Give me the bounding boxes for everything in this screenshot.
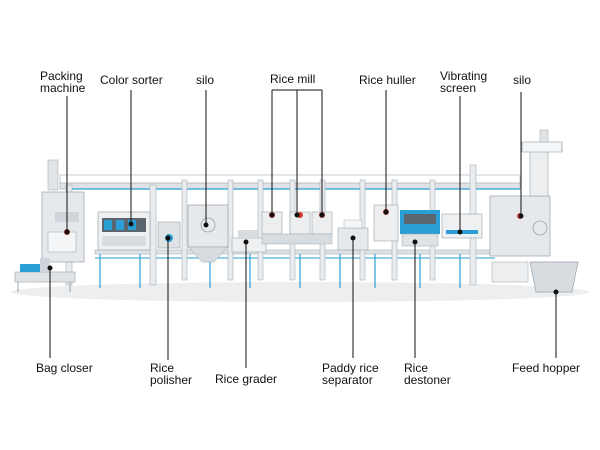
leader-dot-rice-destoner	[412, 239, 418, 245]
floor-shadow	[10, 282, 590, 302]
leader-dot-bag-closer	[47, 265, 53, 271]
feed-hopper-unit	[491, 261, 579, 293]
leader-dot-rice-mill-3	[319, 212, 325, 218]
bag-closer-unit	[14, 258, 76, 292]
rice-polisher-unit	[157, 221, 181, 249]
label-paddy-rice-separator: Paddy rice separator	[322, 361, 379, 387]
label-feed-hopper: Feed hopper	[512, 361, 581, 375]
label-bag-closer: Bag closer	[36, 361, 93, 375]
leader-dot-color-sorter	[128, 221, 134, 227]
label-rice-huller: Rice huller	[359, 73, 416, 87]
leader-dot-rice-mill-2	[294, 212, 300, 218]
label-packing-machine: Packing machine	[40, 69, 86, 95]
label-color-sorter: Color sorter	[100, 73, 163, 87]
silo-right-unit	[489, 129, 563, 257]
leader-dot-rice-mill-1	[269, 212, 275, 218]
label-rice-grader: Rice grader	[215, 372, 278, 386]
leader-lines	[47, 89, 559, 368]
label-silo-right: silo	[513, 73, 532, 87]
label-rice-destoner: Rice destoner	[404, 361, 451, 387]
rice-mill-units	[261, 211, 333, 245]
leader-dot-packing-machine	[64, 229, 70, 235]
leader-dot-paddy-separator	[350, 235, 356, 241]
leader-dot-feed-hopper	[553, 289, 559, 295]
rice-grader-unit	[231, 230, 267, 253]
destoner-unit	[400, 210, 440, 247]
leader-dot-rice-polisher	[165, 235, 171, 241]
leader-dot-silo-right	[518, 213, 524, 219]
leader-dot-vibrating-screen	[457, 229, 463, 235]
packing-bin	[41, 159, 85, 263]
color-sorter-unit	[97, 211, 151, 251]
vibrating-screen-unit	[441, 213, 483, 239]
label-vibrating-screen: Vibrating screen	[440, 69, 488, 95]
leader-dot-rice-huller	[383, 209, 389, 215]
label-rice-polisher: Rice polisher	[150, 361, 193, 387]
label-rice-mill: Rice mill	[270, 72, 316, 86]
label-silo-left: silo	[196, 73, 215, 87]
silo-left-unit	[187, 204, 229, 263]
leader-dot-rice-grader	[243, 239, 249, 245]
leader-dot-silo-left	[203, 222, 209, 228]
